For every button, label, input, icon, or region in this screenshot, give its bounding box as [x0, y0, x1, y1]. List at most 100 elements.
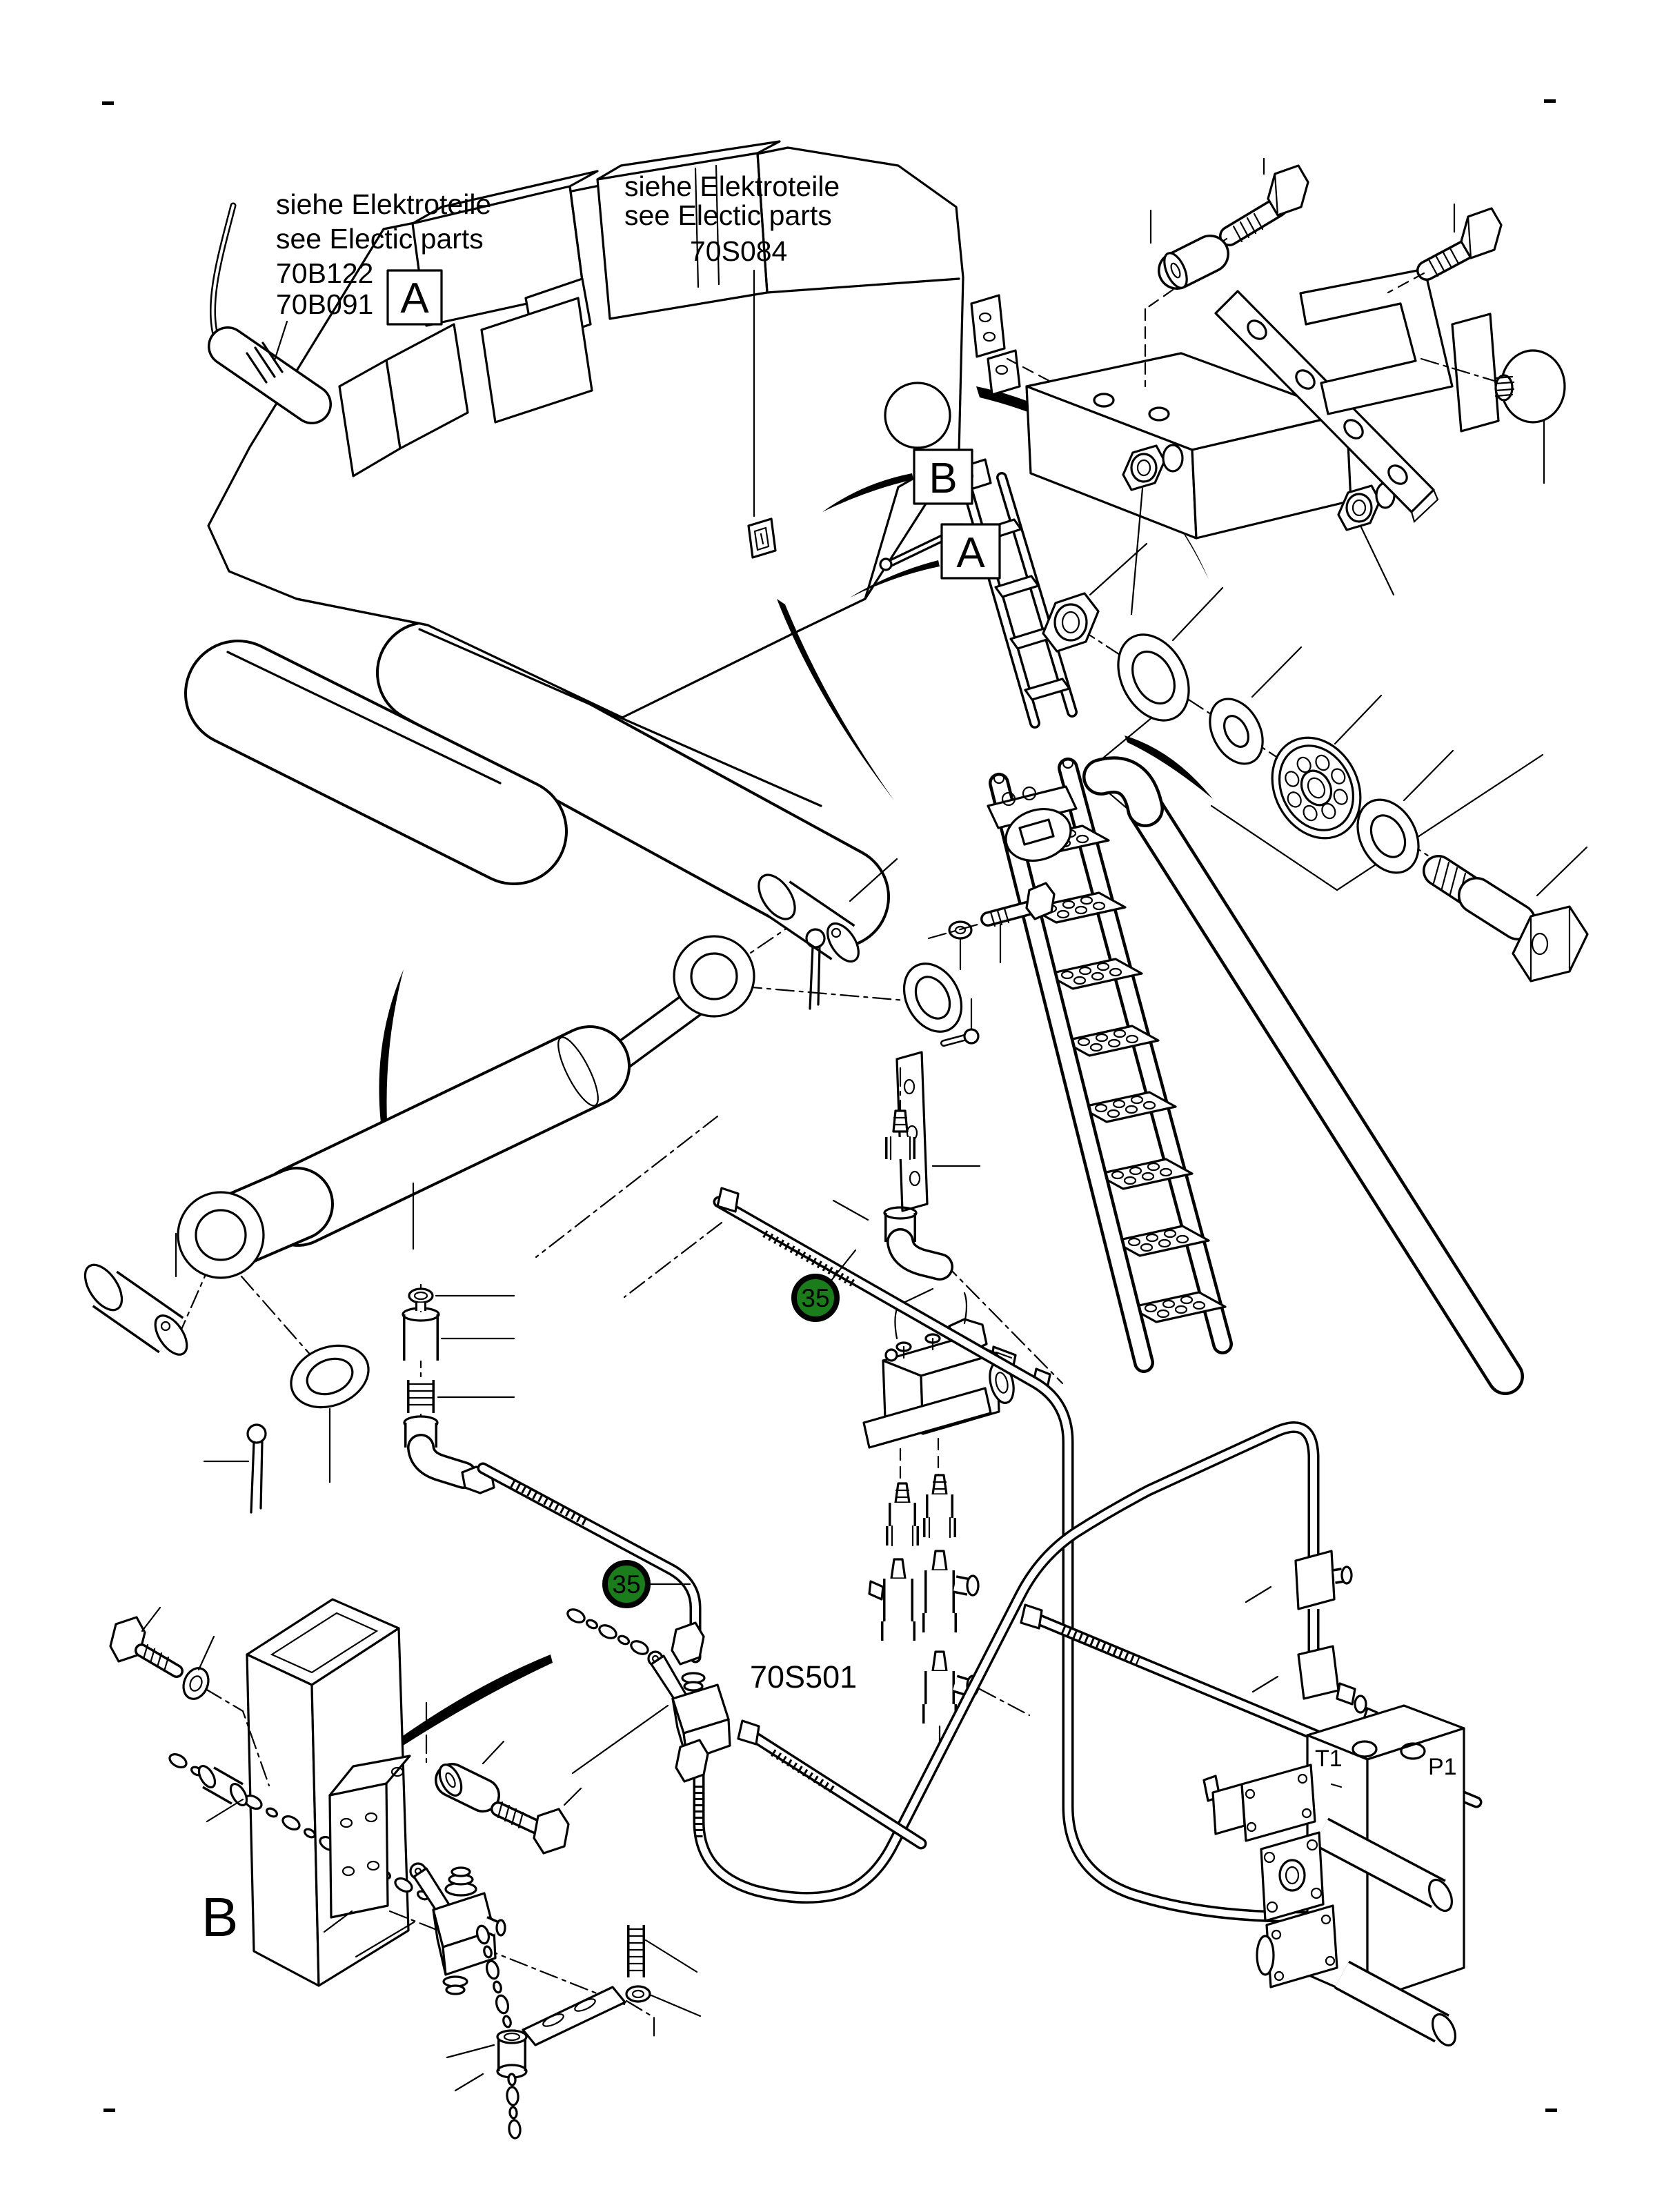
leader-line — [1245, 1586, 1279, 1693]
hex-nut — [1337, 484, 1381, 531]
section-label-b: B — [201, 1886, 238, 1948]
port-label-t1: T1 — [1315, 1746, 1343, 1772]
ball-bearing — [1271, 736, 1362, 840]
leader-line — [1403, 749, 1454, 802]
pivot-hardware-drawing — [1042, 542, 1589, 982]
leader-line — [206, 1798, 244, 1823]
straight-fitting — [923, 1474, 956, 1539]
balloon-leader — [829, 1249, 857, 1283]
washer — [1356, 798, 1420, 874]
hose-braid — [1060, 1626, 1140, 1666]
hose-nut — [737, 1719, 760, 1746]
stud-bolt — [626, 1925, 646, 1977]
detail-ref-box-a-small[interactable]: A — [386, 269, 443, 326]
leader-line — [323, 1910, 353, 1933]
lever-valve-70s501-drawing: 70S501 — [571, 1621, 857, 1783]
hex-nut — [1122, 444, 1166, 491]
balloon-35[interactable]: 35 — [602, 1560, 691, 1608]
chain-coupler — [197, 1765, 248, 1806]
crop-marks — [102, 99, 1557, 2112]
part-number[interactable]: 70S084 — [690, 235, 787, 267]
straight-fitting — [886, 1482, 919, 1547]
note-electric-top: siehe Elektroteile see Electic parts 70S… — [624, 170, 840, 517]
washer — [182, 1667, 210, 1700]
chain — [506, 2073, 522, 2140]
leader-line — [446, 2044, 495, 2059]
link-plate — [987, 349, 1021, 396]
detail-ref-box-a[interactable]: A — [940, 523, 1001, 580]
machine-step-ladder — [962, 472, 1078, 729]
crop-mark — [1545, 2109, 1557, 2112]
leader-line — [454, 2073, 484, 2092]
gland-line — [557, 1036, 599, 1107]
pointer-arrow — [379, 969, 404, 1123]
crop-mark — [102, 101, 114, 105]
solenoid-cartridge — [1202, 1764, 1454, 1913]
hex-nut — [675, 1739, 709, 1783]
note-line-en: see Electic parts — [276, 223, 484, 255]
crop-mark — [103, 2109, 115, 2112]
pointer-arrow — [304, 1655, 553, 1815]
riser-fittings-drawing — [1245, 1550, 1378, 1746]
leader-line — [1089, 542, 1148, 596]
chain — [475, 1924, 512, 2028]
hydraulic-cylinder-drawing — [83, 858, 1064, 1514]
sensor-bands — [246, 342, 284, 384]
hex-bolt — [109, 1616, 184, 1678]
solenoid-cartridge — [1256, 1904, 1457, 2047]
leader-line — [1171, 586, 1224, 642]
leader-line — [1251, 646, 1303, 698]
hex-nut — [671, 1621, 705, 1666]
solenoid-valve-drawing — [862, 1292, 1031, 1754]
washer-large — [1117, 633, 1190, 722]
port-t1 — [1352, 1740, 1378, 1758]
pointer-arrow — [1125, 735, 1213, 799]
note-line-de: siehe Elektroteile — [276, 188, 491, 220]
track-edge — [226, 651, 502, 784]
section-pointer-line — [1210, 753, 1544, 891]
hydraulic-hose — [477, 1462, 702, 1663]
leader-line — [1334, 694, 1383, 745]
mount-bracket-assembly-drawing — [970, 157, 1566, 615]
side-port-hole — [884, 382, 951, 449]
hose-braid — [510, 1480, 590, 1527]
small-screw — [940, 1028, 980, 1047]
o-ring — [408, 1287, 434, 1304]
detail-ref-box-b[interactable]: B — [913, 448, 973, 505]
balloon-number: 35 — [612, 1570, 640, 1599]
part-number[interactable]: 70B122 — [276, 257, 373, 289]
hydraulic-hose — [693, 1421, 1320, 1904]
pointer-arrow — [822, 473, 913, 512]
part-number[interactable]: 70S501 — [750, 1659, 857, 1695]
balloon-circle — [602, 1560, 651, 1608]
tee-fitting-pair — [868, 1550, 980, 1641]
pointer-arrow — [777, 599, 894, 800]
detail-ref-letter: B — [929, 455, 957, 502]
cotter-pin — [805, 928, 826, 1010]
hex-bolt — [980, 882, 1056, 927]
part-number[interactable]: 70B091 — [276, 288, 373, 320]
leader-line — [482, 1740, 505, 1765]
leader-line — [141, 1606, 215, 1671]
valve-bracket — [862, 1387, 992, 1449]
spacer-bushing — [435, 1763, 500, 1813]
note-line-en: see Electic parts — [624, 199, 832, 231]
anchor-strap — [522, 1986, 626, 2046]
link-plate — [970, 294, 1006, 358]
note-line-de: siehe Elektroteile — [624, 170, 840, 202]
hex-bolt — [1416, 207, 1503, 281]
cotter-pin — [246, 1423, 267, 1514]
leader-line — [1130, 487, 1395, 615]
hex-nut — [1042, 592, 1100, 653]
washer-small — [1209, 698, 1264, 765]
hose-braid — [762, 1230, 858, 1288]
leader-line — [571, 1704, 669, 1775]
port-p1 — [1400, 1742, 1426, 1760]
electric-sensor-drawing — [208, 202, 332, 424]
console — [338, 359, 402, 477]
balloon-35[interactable]: 35 — [791, 1249, 857, 1322]
knob-arm — [1451, 313, 1500, 433]
carrier-machine-drawing — [184, 140, 1078, 949]
hose-nut — [716, 1187, 740, 1213]
